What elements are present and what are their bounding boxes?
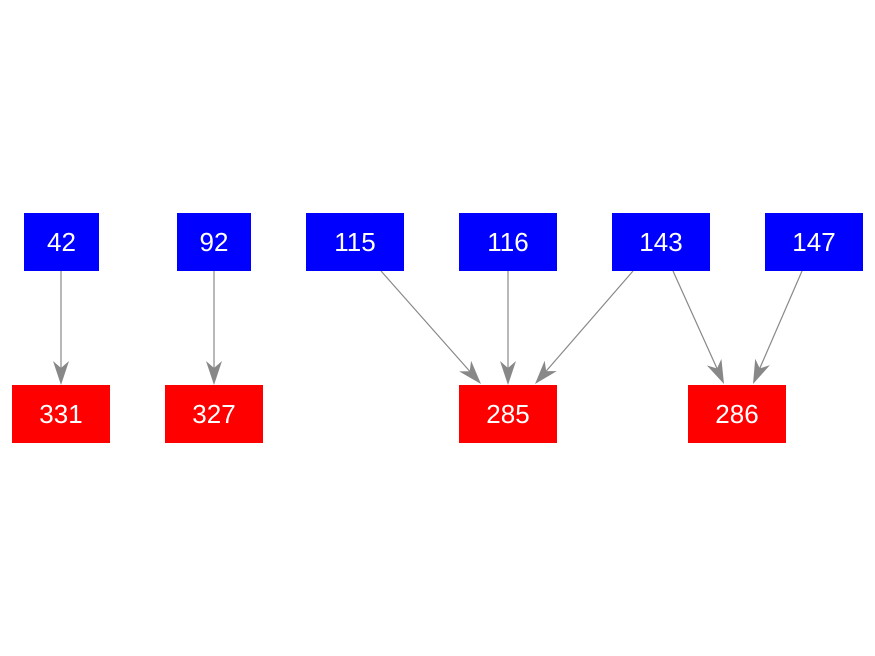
node-285: 285 xyxy=(459,385,557,443)
arrowhead-icon xyxy=(53,361,69,385)
edge-line xyxy=(380,270,471,372)
node-327: 327 xyxy=(165,385,263,443)
arrowhead-icon xyxy=(459,360,481,384)
node-116: 116 xyxy=(459,213,557,271)
edge-116-to-285 xyxy=(500,271,516,385)
edge-115-to-285 xyxy=(380,270,481,384)
node-115: 115 xyxy=(306,213,404,271)
edge-147-to-286 xyxy=(753,270,803,384)
arrowhead-icon xyxy=(206,361,222,385)
node-42: 42 xyxy=(24,213,99,271)
edge-143-to-285 xyxy=(535,270,634,384)
node-147: 147 xyxy=(765,213,863,271)
edge-143-to-286 xyxy=(672,270,724,384)
edge-42-to-331 xyxy=(53,271,69,385)
arrowhead-icon xyxy=(706,358,724,384)
node-92: 92 xyxy=(177,213,251,271)
arrowhead-icon xyxy=(535,360,557,384)
arrowhead-icon xyxy=(753,358,770,384)
edge-line xyxy=(545,270,634,372)
arrowhead-icon xyxy=(500,361,516,385)
edge-line xyxy=(672,270,718,369)
edge-92-to-327 xyxy=(206,271,222,385)
edge-line xyxy=(759,270,803,369)
node-331: 331 xyxy=(12,385,110,443)
node-143: 143 xyxy=(612,213,710,271)
node-286: 286 xyxy=(688,385,786,443)
